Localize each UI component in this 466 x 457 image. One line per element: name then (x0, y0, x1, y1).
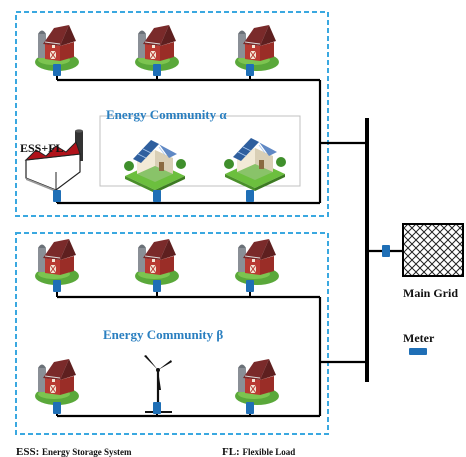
barn-icon (134, 238, 180, 286)
meter-icon (246, 402, 254, 414)
meter-icon (53, 190, 61, 202)
community-beta-title: Energy Community β (103, 327, 223, 342)
barn-icon (34, 358, 80, 406)
solar-house-icon (123, 139, 187, 194)
community-alpha-title: Energy Community α (106, 107, 227, 122)
barn-icon (234, 358, 280, 406)
community-alpha-border (15, 11, 329, 217)
barn-icon (234, 238, 280, 286)
legend-ess-text: Energy Storage System (42, 447, 132, 457)
main-grid-label: Main Grid (403, 286, 458, 300)
meter-icon (53, 64, 61, 76)
meter-icon (153, 402, 161, 414)
meter-legend-icon (409, 348, 427, 355)
meter-icon (246, 64, 254, 76)
meter-legend-label: Meter (403, 331, 435, 345)
legend-fl: FL: Flexible Load (222, 446, 295, 457)
factory-icon (24, 129, 83, 192)
solar-house-icon (223, 137, 287, 192)
legend-ess: ESS: Energy Storage System (16, 446, 132, 457)
community-beta-border (15, 232, 329, 435)
meter-icon (153, 64, 161, 76)
meter-icon (153, 190, 161, 202)
main-grid-icon (402, 223, 464, 277)
meter-icon (246, 190, 254, 202)
legend-ess-abbr: ESS: (16, 446, 39, 457)
meter-icon (382, 245, 390, 257)
legend-fl-abbr: FL: (222, 446, 240, 457)
community-alpha-title-box (99, 115, 301, 187)
meter-icon (53, 402, 61, 414)
barn-icon (34, 238, 80, 286)
ess-fl-label: ESS+FL (20, 141, 64, 155)
meter-icon (246, 280, 254, 292)
meter-icon (153, 280, 161, 292)
barn-icon (234, 24, 280, 72)
legend-fl-text: Flexible Load (242, 447, 295, 457)
meter-icon (53, 280, 61, 292)
